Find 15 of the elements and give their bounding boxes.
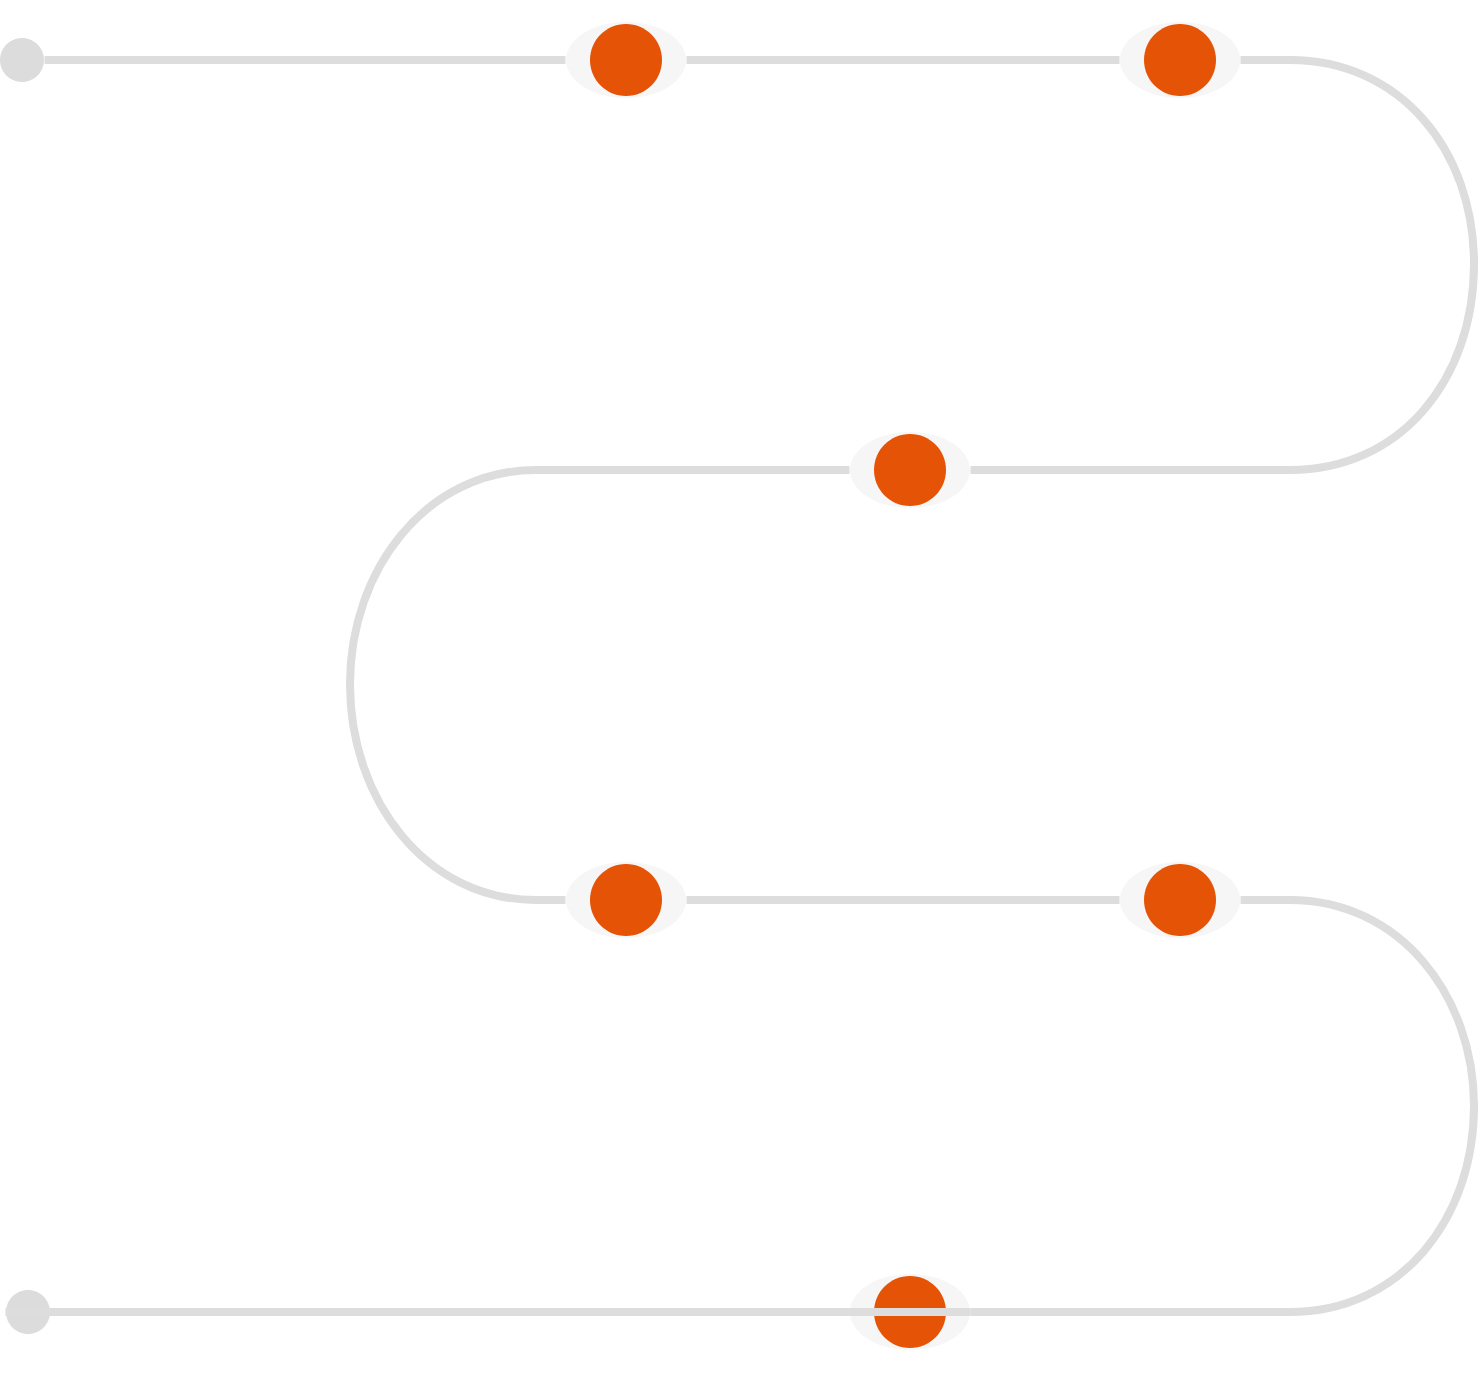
connector-line bbox=[5, 1308, 971, 1316]
end-dot bbox=[0, 38, 44, 82]
connector-line bbox=[970, 56, 1478, 474]
end-dot bbox=[6, 1290, 50, 1334]
connector-line bbox=[686, 56, 1120, 64]
step-dot bbox=[566, 22, 686, 98]
step-dot bbox=[566, 862, 686, 938]
step-dot bbox=[1120, 862, 1240, 938]
connector-line bbox=[346, 466, 850, 904]
step-dot bbox=[850, 432, 970, 508]
step-dot bbox=[1120, 22, 1240, 98]
connector-line bbox=[44, 56, 566, 64]
connector-line bbox=[970, 896, 1478, 1316]
step-dot bbox=[850, 1274, 970, 1350]
connector-line bbox=[686, 896, 1120, 904]
